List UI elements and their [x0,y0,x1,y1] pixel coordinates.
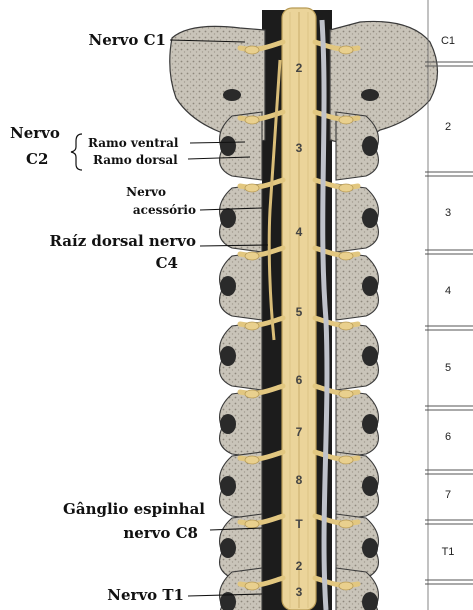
foramen-left-5 [220,414,236,434]
foramen-left-7 [220,538,236,558]
ganglion-left-7 [245,456,259,464]
foramen-right-6 [362,476,378,496]
cord-number-6: 7 [296,425,303,439]
cord-number-4: 5 [296,305,303,319]
foramen-right-7 [362,538,378,558]
scale-label-5: 5 [445,362,451,374]
ganglion-right-5 [339,322,353,330]
foramen-left-3 [220,276,236,296]
cord-number-5: 6 [296,373,303,387]
foramen-left-6 [220,476,236,496]
foramen-right-1 [362,136,378,156]
ganglion-left-6 [245,390,259,398]
scale-label-2: 2 [445,121,451,133]
cord-number-8: T [295,517,303,531]
foramen-right-3 [362,276,378,296]
label-nervo-c2-word: Nervo [10,124,60,142]
ganglion-left-8 [245,520,259,528]
label-nervo-c2-num: C2 [26,150,48,168]
ganglion-left-5 [245,322,259,330]
scale-label-6: 6 [445,431,451,443]
ganglion-right-1 [339,46,353,54]
foramen-left-4 [220,346,236,366]
scale-label-c1: C1 [441,35,455,47]
ganglion-left-1 [245,46,259,54]
foramen-right-4 [362,346,378,366]
cord-number-7: 8 [296,473,303,487]
label-nervo-t1: Nervo T1 [107,586,184,604]
label-nervo-acessorio-2: acessório [133,203,196,217]
cord-number-2: 3 [296,141,303,155]
label-ganglio-1: Gânglio espinhal [63,500,205,518]
ganglion-left-3 [245,184,259,192]
ganglion-right-9 [339,582,353,590]
scale-label-3: 3 [445,207,451,219]
scale-label-t1: T1 [442,546,455,558]
label-raiz-dorsal-2: C4 [156,254,178,272]
foramen-left-1 [220,136,236,156]
cord-number-3: 4 [296,225,303,239]
scale-label-7: 7 [445,489,451,501]
cord-number-9: 2 [296,559,303,573]
ganglion-right-3 [339,184,353,192]
label-ramo-dorsal: Ramo dorsal [93,153,178,167]
label-raiz-dorsal-1: Raíz dorsal nervo [49,232,196,250]
ganglion-right-4 [339,252,353,260]
ganglion-right-6 [339,390,353,398]
cord-number-1: 2 [296,61,303,75]
ganglion-left-2 [245,116,259,124]
ganglion-right-7 [339,456,353,464]
foramen-left-2 [220,208,236,228]
scale-label-4: 4 [445,285,451,297]
ganglion-left-9 [245,582,259,590]
label-nervo-acessorio-1: Nervo [126,185,166,199]
foramen-right-5 [362,414,378,434]
ganglion-right-8 [339,520,353,528]
cord-number-10: 3 [296,585,303,599]
ganglion-right-2 [339,116,353,124]
label-nervo-c1: Nervo C1 [89,31,166,49]
ganglion-left-4 [245,252,259,260]
label-ramo-ventral: Ramo ventral [88,136,179,150]
label-ganglio-2: nervo C8 [123,524,198,542]
foramen-right-2 [362,208,378,228]
brace [71,134,82,170]
